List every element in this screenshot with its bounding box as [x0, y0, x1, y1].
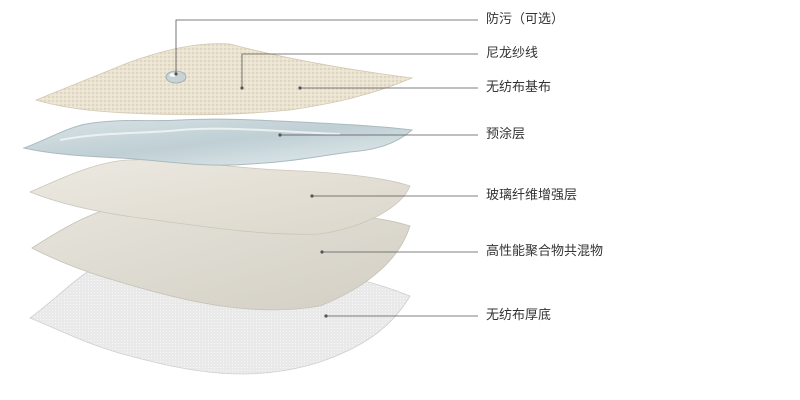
leader-lines: [175, 19, 478, 317]
layer-glass-fiber: [28, 159, 411, 235]
label-glass-fiber: 玻璃纤维增强层: [486, 188, 578, 203]
label-precoat: 预涂层: [486, 127, 526, 142]
label-anti-fouling: 防污（可选）: [486, 12, 565, 27]
layer-nonwoven-base: [34, 43, 414, 116]
label-polymer-blend: 高性能聚合物共混物: [486, 244, 604, 259]
precoat-sheen: [59, 127, 341, 141]
leader-dots: [174, 72, 328, 318]
leader-anti-fouling: [175, 19, 478, 74]
layer-precoat: [22, 118, 414, 166]
leader-nylon-yarn: [241, 53, 478, 88]
label-nonwoven-thick-base: 无纺布厚底: [486, 308, 552, 323]
label-nonwoven-base: 无纺布基布: [486, 80, 552, 95]
label-nylon-yarn: 尼龙纱线: [486, 46, 539, 61]
